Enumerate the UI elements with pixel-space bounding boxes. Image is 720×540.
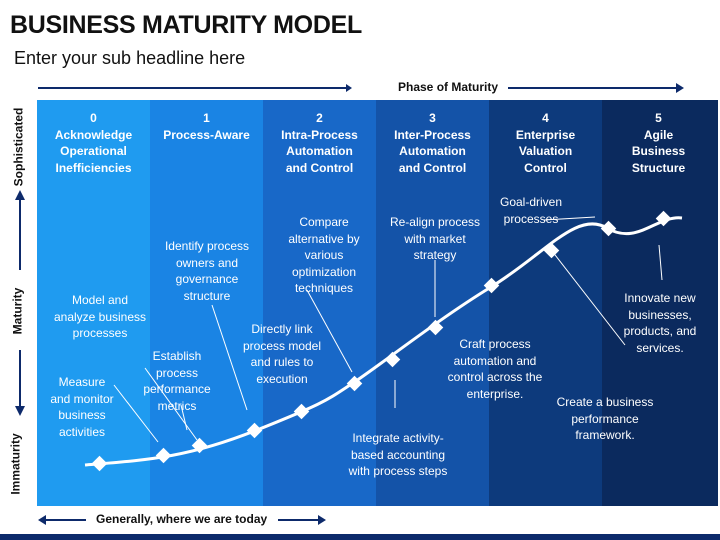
- phase-number: 3: [429, 111, 436, 125]
- annotation: Create a business performance framework.: [556, 395, 654, 442]
- bottom-band: [0, 534, 720, 540]
- annotation: Establish process performance metrics: [143, 349, 211, 413]
- milestone-marker: [191, 437, 208, 454]
- annotation: Innovate new businesses, products, and s…: [623, 291, 697, 355]
- annotation: Directly link process model and rules to…: [242, 322, 322, 386]
- milestone-marker: [155, 447, 172, 464]
- page-title: BUSINESS MATURITY MODEL: [10, 11, 362, 39]
- y-axis-arrow-icon: [15, 190, 25, 416]
- phase-title: Process-Aware: [163, 127, 250, 142]
- phase-column-5: 5 Agile Business Structure: [602, 100, 718, 506]
- y-axis-sophisticated-label: Sophisticated: [11, 107, 26, 187]
- y-axis: Sophisticated Maturity Immaturity: [0, 100, 34, 506]
- phase-column-4: 4 Enterprise Valuation Control: [489, 100, 602, 506]
- phase-number: 0: [90, 111, 97, 125]
- y-axis-immaturity-label: Immaturity: [8, 433, 23, 495]
- annotation: Re-align process with market strategy: [389, 215, 481, 262]
- annotation: Measure and monitor business activities: [50, 375, 114, 439]
- phase-of-maturity-label: Phase of Maturity: [398, 80, 499, 94]
- annotation: Goal-driven processes: [499, 195, 563, 226]
- today-label: Generally, where we are today: [96, 512, 268, 526]
- phase-number: 5: [655, 111, 662, 125]
- phase-title: Agile Business Structure: [631, 127, 686, 175]
- phase-number: 4: [542, 111, 549, 125]
- milestone-marker: [384, 351, 401, 368]
- phase-title: Intra-Process Automation and Control: [281, 127, 358, 175]
- phase-header: Phase of Maturity: [38, 78, 686, 98]
- annotation: Compare alternative by various optimizat…: [288, 215, 360, 295]
- connector-lines: [113, 216, 663, 443]
- today-arrow-icon: [38, 515, 326, 525]
- annotation: Model and analyze business processes: [53, 293, 147, 340]
- phase-arrow-icon: [38, 83, 684, 93]
- phase-column-2: 2 Intra-Process Automation and Control: [263, 100, 376, 506]
- maturity-chart: 0 Acknowledge Operational Inefficiencies…: [37, 100, 718, 506]
- phase-title: Inter-Process Automation and Control: [394, 127, 471, 175]
- maturity-curve-layer: [84, 210, 683, 472]
- today-indicator: Generally, where we are today: [38, 510, 328, 530]
- annotation: Identify process owners and governance s…: [164, 239, 250, 303]
- milestone-marker: [543, 242, 560, 259]
- milestone-marker: [600, 220, 617, 237]
- phase-column-3: 3 Inter-Process Automation and Control: [376, 100, 489, 506]
- page-subtitle: Enter your sub headline here: [14, 48, 246, 68]
- phase-title: Acknowledge Operational Inefficiencies: [54, 127, 133, 175]
- phase-column-0: 0 Acknowledge Operational Inefficiencies: [37, 100, 150, 506]
- annotation: Integrate activity- based accounting wit…: [348, 431, 448, 478]
- phase-column-1: 1 Process-Aware: [150, 100, 263, 506]
- phase-number: 1: [203, 111, 210, 125]
- phase-number: 2: [316, 111, 323, 125]
- annotation: Craft process automation and control acr…: [447, 337, 543, 401]
- y-axis-maturity-label: Maturity: [10, 287, 25, 335]
- phase-title: Enterprise Valuation Control: [515, 127, 576, 175]
- milestone-marker: [246, 422, 263, 439]
- milestone-marker: [293, 403, 310, 420]
- milestone-marker: [91, 455, 108, 472]
- milestone-marker: [427, 319, 444, 336]
